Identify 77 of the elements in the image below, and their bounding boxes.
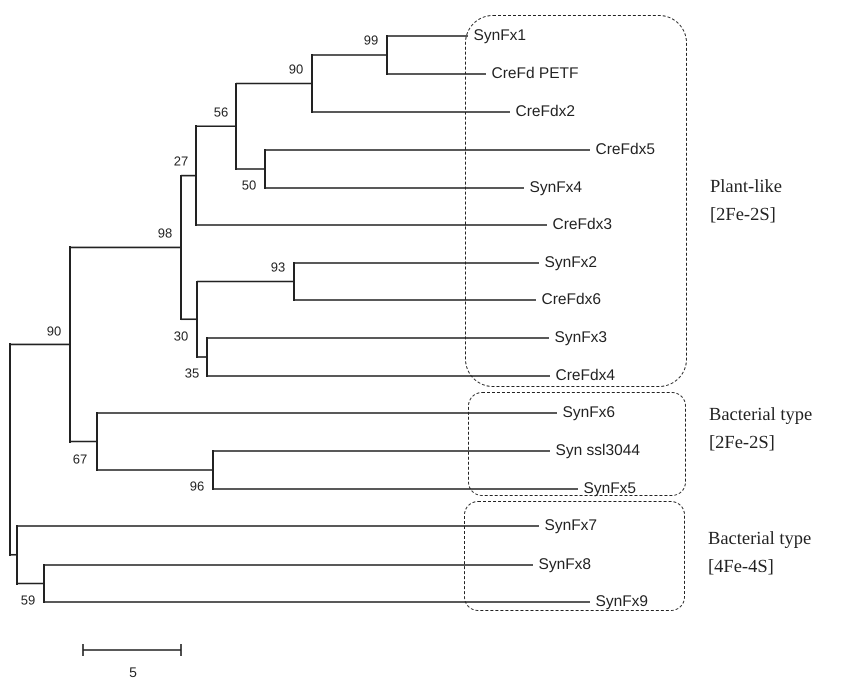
tree-branch <box>265 149 590 151</box>
taxon-label: SynFx6 <box>556 402 616 422</box>
taxon-label: SynFx7 <box>538 516 598 536</box>
taxon-label: Syn ssl3044 <box>550 440 640 460</box>
clade-junction-line <box>206 337 208 377</box>
taxon-label: SynFx1 <box>468 26 526 46</box>
tree-branch <box>196 224 547 226</box>
clade-heading: Bacterial type [2Fe-2S] <box>709 404 814 455</box>
tree-branch <box>236 82 312 84</box>
clade-junction-line <box>195 125 197 226</box>
bootstrap-value: 90 <box>46 324 62 338</box>
clade-junction-line <box>69 246 71 442</box>
tree-branch <box>312 54 387 56</box>
bootstrap-value: 35 <box>184 366 200 380</box>
clade-junction-line <box>43 564 45 603</box>
tree-branch <box>294 262 539 264</box>
taxon-label: SynFx4 <box>524 178 582 198</box>
clade-heading: Plant-like [2Fe-2S] <box>710 176 783 227</box>
tree-branch <box>213 450 550 452</box>
tree-branch <box>181 174 196 176</box>
taxon-label: SynFx5 <box>578 478 636 498</box>
taxon-label: SynFx9 <box>590 592 648 612</box>
bootstrap-value: 90 <box>288 62 304 76</box>
clade-junction-line <box>9 343 11 556</box>
bootstrap-value: 59 <box>20 592 36 608</box>
clade-junction-line <box>386 35 388 75</box>
taxon-label: SynFx8 <box>532 554 592 574</box>
tree-branch <box>181 318 197 320</box>
clade-junction-line <box>196 280 198 358</box>
scale-value: 5 <box>129 664 137 680</box>
taxon-label: SynFx3 <box>548 328 608 348</box>
taxon-label: CreFdx3 <box>546 214 612 234</box>
taxon-label: CreFdx2 <box>510 102 575 122</box>
bootstrap-value: 67 <box>72 452 88 466</box>
tree-branch <box>70 246 181 248</box>
tree-branch <box>213 488 578 490</box>
clade-junction-line <box>293 262 295 301</box>
bootstrap-value: 96 <box>190 478 204 494</box>
tree-branch <box>44 601 590 603</box>
bootstrap-value: 50 <box>242 178 256 192</box>
tree-branch <box>44 564 533 566</box>
bootstrap-value: 99 <box>364 32 378 48</box>
tree-branch <box>312 111 510 113</box>
tree-branch <box>265 187 524 189</box>
taxon-label: CreFdx5 <box>590 140 655 160</box>
taxon-label: CreFdx4 <box>550 366 615 386</box>
tree-branch <box>294 299 536 301</box>
tree-branch <box>207 375 550 377</box>
tree-branch <box>97 412 557 414</box>
tree-branch <box>10 344 70 346</box>
bootstrap-value: 27 <box>174 154 188 168</box>
clade-junction-line <box>235 82 237 170</box>
tree-branch <box>17 582 44 584</box>
clade-junction-line <box>212 450 214 490</box>
tree-branch <box>236 168 265 170</box>
tree-branch <box>207 337 549 339</box>
bootstrap-value: 93 <box>270 260 286 274</box>
tree-branch <box>197 356 207 358</box>
taxon-label: CreFdx6 <box>536 290 601 310</box>
clade-heading: Bacterial type [4Fe-4S] <box>708 528 812 579</box>
tree-branch <box>197 280 294 282</box>
clade-junction-line <box>311 54 313 113</box>
bootstrap-value: 98 <box>158 226 172 240</box>
taxon-label: CreFd PETF <box>486 64 578 84</box>
clade-junction-line <box>264 149 266 189</box>
clade-junction-line <box>96 412 98 471</box>
clade-junction-line <box>180 174 182 320</box>
bootstrap-value: 56 <box>214 104 228 120</box>
tree-branch <box>17 525 539 527</box>
bootstrap-value: 30 <box>174 328 188 344</box>
tree-branch <box>387 73 486 75</box>
tree-branch <box>97 469 213 471</box>
tree-branch <box>387 35 468 37</box>
taxon-label: SynFx2 <box>538 252 598 272</box>
clade-junction-line <box>16 525 18 584</box>
tree-branch <box>196 125 236 128</box>
tree-branch <box>70 440 97 442</box>
